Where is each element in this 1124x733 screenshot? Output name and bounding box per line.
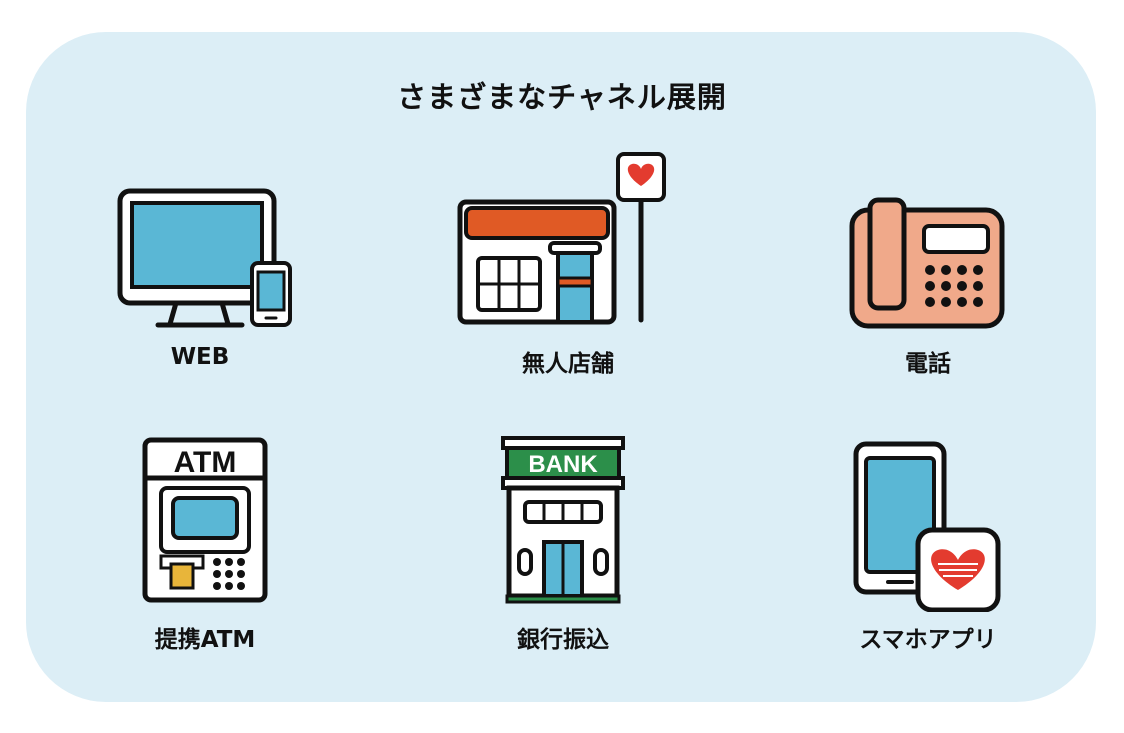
atm-icon: ATM [142,437,268,603]
channel-label: 銀行振込 [517,627,609,653]
channel-bank-transfer: BANK 銀行振込 [413,432,713,692]
page-title: さまざまなチャネル展開 [397,80,727,114]
unmanned-store-icon [457,152,666,325]
channel-unmanned-store: 無人店舗 [418,140,718,400]
channel-label: WEB [170,344,230,370]
channel-partner-atm: ATM 提携ATM [55,432,355,692]
channel-label: 電話 [905,351,951,377]
channel-web: WEB [50,180,350,440]
channel-label: スマホアプリ [859,627,997,653]
telephone-icon [849,197,1005,329]
channel-telephone: 電話 [778,180,1078,440]
computer-smartphone-icon [117,188,292,328]
smartphone-app-icon [853,441,1001,612]
channel-smartphone-app: スマホアプリ [778,432,1078,692]
bank-sign: BANK [528,451,598,478]
atm-sign: ATM [174,446,237,479]
bank-building-icon: BANK [501,436,625,604]
channel-label: 提携ATM [154,627,256,653]
channel-label: 無人店舗 [522,351,614,377]
